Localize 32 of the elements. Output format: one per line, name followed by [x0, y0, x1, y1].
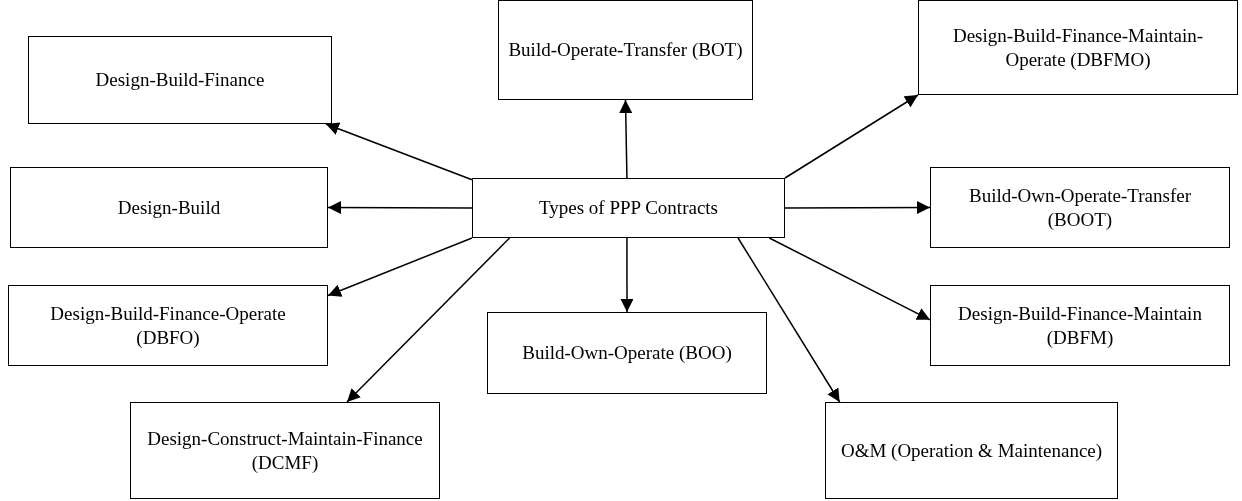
contract-type-box — [498, 0, 753, 100]
box-label: Design-Build — [117, 195, 221, 220]
box-label: Design-Build-Finance-Maintain (DBFM) — [957, 301, 1203, 350]
arrow — [619, 99, 633, 179]
arrow — [327, 237, 473, 297]
arrow — [737, 237, 841, 403]
contract-type-box — [825, 402, 1118, 499]
box-label: Types of PPP Contracts — [539, 196, 718, 220]
box-label: Design-Build-Finance-Maintain-Operate (DBFMO) — [951, 23, 1205, 72]
contract-type-box — [28, 36, 332, 124]
arrow — [325, 122, 473, 181]
arrow — [784, 94, 919, 179]
box-label: O&M (Operation & Maintenance) — [840, 438, 1103, 463]
contract-type-box — [487, 312, 767, 394]
arrow — [346, 237, 511, 403]
contract-type-box — [930, 167, 1230, 248]
contract-type-box — [130, 402, 440, 499]
box-label: Design-Build-Finance — [95, 68, 265, 92]
box-label: Build-Own-Operate-Transfer (BOOT) — [968, 183, 1192, 232]
box-label: Design-Build-Finance-Operate (DBFO) — [49, 301, 287, 350]
box-label: Build-Operate-Transfer (BOT) — [508, 38, 743, 62]
contract-type-box — [8, 285, 328, 366]
contract-type-box — [918, 0, 1238, 95]
box-label: Build-Own-Operate (BOO) — [522, 341, 732, 365]
arrow — [784, 201, 931, 215]
contract-type-box — [930, 285, 1230, 366]
box-label: Design-Construct-Maintain-Finance (DCMF) — [146, 426, 424, 475]
central-box — [472, 178, 785, 238]
arrow — [620, 237, 634, 313]
contract-type-box — [10, 167, 328, 248]
arrow — [327, 201, 473, 215]
arrow — [768, 237, 931, 321]
